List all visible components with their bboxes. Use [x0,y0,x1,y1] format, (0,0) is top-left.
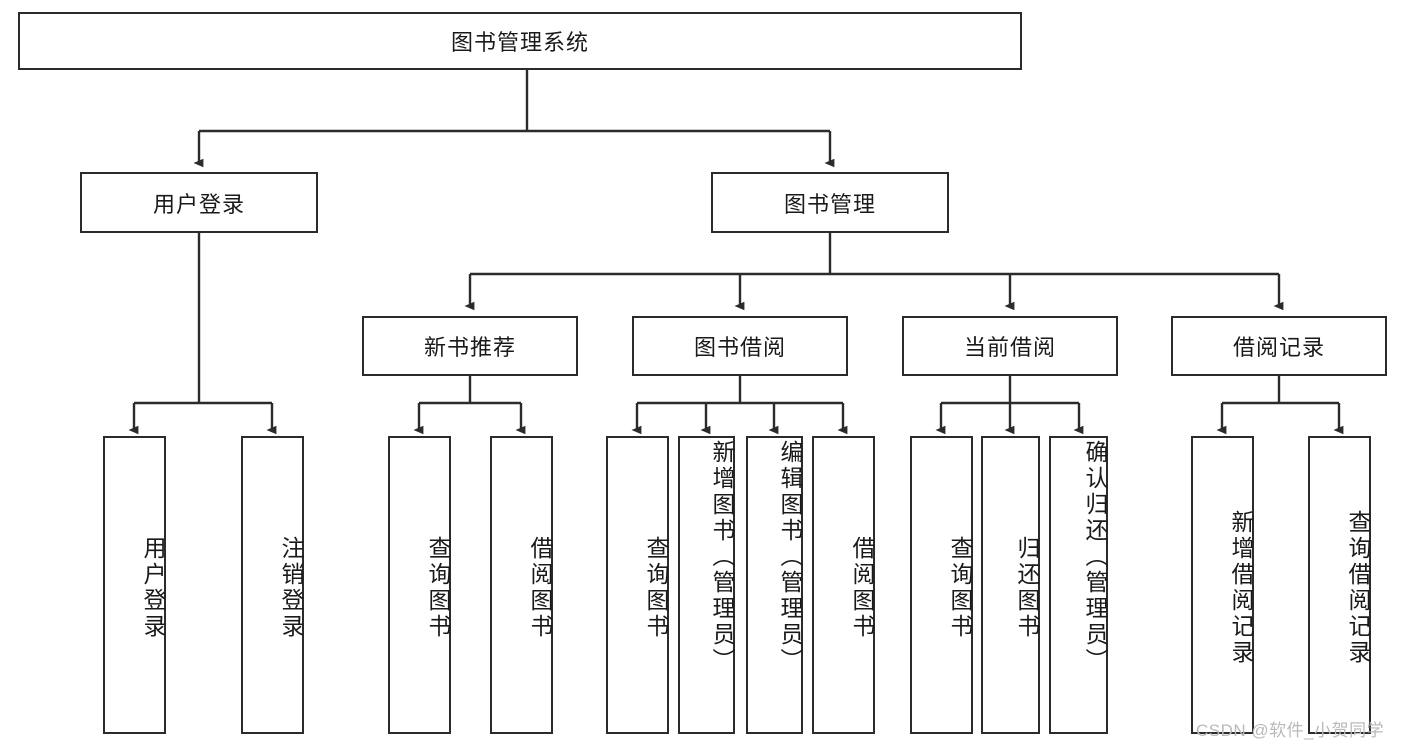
node-label: 查询图书 [425,536,451,640]
node-current-borrow[interactable]: 当前借阅 [902,316,1118,376]
node-label: 借阅图书 [849,536,875,640]
node-book-borrow[interactable]: 图书借阅 [632,316,848,376]
node-label: 图书借阅 [693,335,786,360]
node-label: 新书推荐 [423,335,516,360]
leaf-current-confirm-return-admin[interactable]: 确认归还（管理员） [1049,436,1108,734]
node-label: 注销登录 [278,536,304,640]
node-label: 新增借阅记录 [1228,510,1254,666]
node-label: 查询图书 [947,536,973,640]
leaf-borrow-edit-book-admin[interactable]: 编辑图书（管理员） [746,436,803,734]
leaf-current-query-book[interactable]: 查询图书 [910,436,973,734]
leaf-record-add-borrow-record[interactable]: 新增借阅记录 [1191,436,1254,734]
node-label: 查询图书 [643,536,669,640]
node-label: 当前借阅 [963,335,1056,360]
csdn-watermark: CSDN @软件_小贺同学 [1196,721,1385,740]
node-borrow-record[interactable]: 借阅记录 [1171,316,1387,376]
leaf-user-login-logout[interactable]: 注销登录 [241,436,304,734]
node-label: 用户登录 [140,536,166,640]
leaf-user-login-login[interactable]: 用户登录 [103,436,166,734]
node-label: 确认归还（管理员） [1082,440,1108,674]
leaf-recommend-borrow-book[interactable]: 借阅图书 [490,436,553,734]
node-label: 查询借阅记录 [1345,510,1371,666]
node-label: 图书管理系统 [450,30,589,55]
node-label: 借阅图书 [527,536,553,640]
node-book-management[interactable]: 图书管理 [711,172,949,233]
leaf-recommend-query-book[interactable]: 查询图书 [388,436,451,734]
node-root-book-management-system[interactable]: 图书管理系统 [18,12,1022,70]
leaf-borrow-add-book-admin[interactable]: 新增图书（管理员） [678,436,735,734]
node-label: 借阅记录 [1232,335,1325,360]
node-label: 归还图书 [1014,536,1040,640]
node-new-book-recommend[interactable]: 新书推荐 [362,316,578,376]
node-label: 编辑图书（管理员） [777,440,803,674]
leaf-record-query-borrow-record[interactable]: 查询借阅记录 [1308,436,1371,734]
leaf-current-return-book[interactable]: 归还图书 [981,436,1040,734]
node-user-login[interactable]: 用户登录 [80,172,318,233]
leaf-borrow-query-book[interactable]: 查询图书 [606,436,669,734]
node-label: 用户登录 [152,191,245,217]
node-label: 图书管理 [783,191,876,217]
node-label: 新增图书（管理员） [709,440,735,674]
leaf-borrow-borrow-book[interactable]: 借阅图书 [812,436,875,734]
